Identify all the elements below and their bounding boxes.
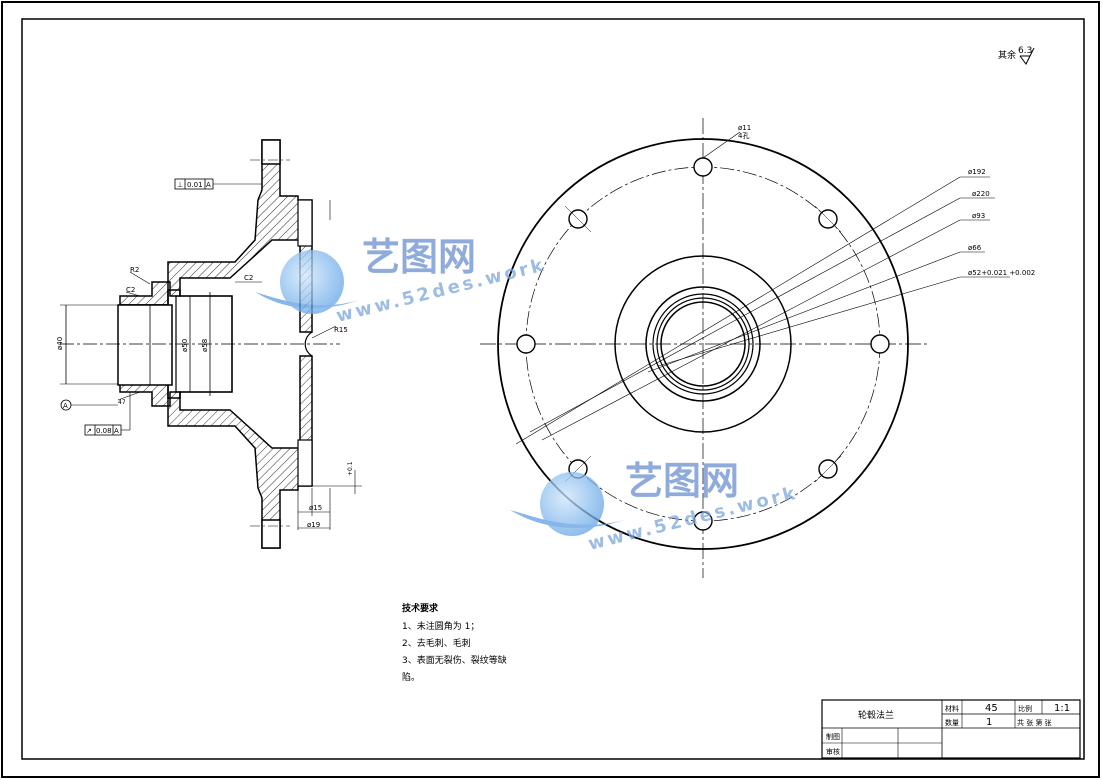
- drawn-label: 制图: [826, 732, 840, 741]
- section-view: ø40 ø50 ø58 R2 C2 C2 R15 ø15 ø19 +0.1: [56, 139, 362, 549]
- svg-text:A: A: [114, 427, 119, 435]
- leader-d52: ø52+0.021 +0.002: [968, 269, 1035, 277]
- dim-d50: ø50: [181, 339, 189, 352]
- part-name: 轮毂法兰: [858, 709, 894, 721]
- watermark-bottom: 艺图网 www.52des.work: [510, 459, 800, 555]
- hole-label-bottom: 4孔: [738, 132, 749, 140]
- hole-label-top: ø11: [738, 124, 751, 132]
- dim-small-pair: 47: [118, 399, 126, 406]
- note-item: 3、表面无裂伤、裂纹等缺: [402, 654, 507, 666]
- checked-label: 审核: [826, 747, 840, 756]
- note-item: 2、去毛刺、毛刺: [402, 637, 471, 649]
- svg-text:其余: 其余: [998, 49, 1016, 61]
- svg-text:艺图网: 艺图网: [362, 235, 476, 279]
- bolt-hole: [870, 334, 890, 354]
- scale-value: 1:1: [1054, 703, 1070, 714]
- bolt-hole: [516, 334, 536, 354]
- dim-tol-small: +0.1: [347, 461, 354, 476]
- material-value: 45: [985, 703, 998, 714]
- leader-d192: ø192: [968, 168, 986, 176]
- svg-text:⊥: ⊥: [177, 181, 183, 189]
- sheet-label: 共 张 第 张: [1017, 718, 1052, 727]
- svg-text:0.08: 0.08: [96, 427, 112, 435]
- leader-d220: ø220: [972, 190, 990, 198]
- svg-text:↗: ↗: [86, 427, 92, 435]
- dim-d19: ø19: [307, 521, 320, 529]
- svg-text:A: A: [206, 181, 211, 189]
- technical-notes: 技术要求 1、未注圆角为 1； 2、去毛刺、毛刺 3、表面无裂伤、裂纹等缺 陷。: [402, 602, 507, 683]
- dim-r15: R15: [334, 326, 348, 334]
- dim-d40: ø40: [56, 337, 64, 350]
- material-label: 材料: [945, 704, 959, 713]
- svg-text:艺图网: 艺图网: [625, 459, 739, 503]
- datum-a: A: [60, 399, 118, 411]
- qty-label: 数量: [945, 718, 959, 727]
- leader-d66: ø66: [968, 244, 982, 252]
- dim-c2-left: C2: [126, 286, 135, 294]
- dim-c2-right: C2: [244, 274, 253, 282]
- front-view: ø11 4孔 ø192 ø220 ø93 ø66 ø52+0.021 +0.00…: [480, 118, 1035, 578]
- tolerance-frame-perp: ⊥ 0.01 A: [174, 178, 262, 190]
- dim-d58: ø58: [201, 339, 209, 352]
- svg-text:A: A: [63, 402, 68, 410]
- dim-d15: ø15: [309, 504, 322, 512]
- notes-title: 技术要求: [402, 602, 439, 614]
- watermark-top: 艺图网 www.52des.work: [255, 235, 548, 327]
- title-block: [821, 699, 1081, 759]
- bolt-hole: [693, 511, 713, 531]
- leader-d93: ø93: [972, 212, 985, 220]
- tolerance-frame-runout: ↗ 0.08 A: [84, 392, 131, 436]
- roughness-symbol: 其余 6.3: [998, 46, 1035, 65]
- qty-value: 1: [986, 717, 992, 728]
- note-item: 陷。: [402, 671, 420, 683]
- svg-text:0.01: 0.01: [187, 181, 203, 189]
- svg-text:6.3: 6.3: [1018, 46, 1032, 56]
- inner-border: [21, 18, 1085, 760]
- note-item: 1、未注圆角为 1；: [402, 620, 479, 632]
- scale-label: 比例: [1018, 704, 1032, 713]
- dim-r2: R2: [130, 266, 139, 274]
- bolt-hole: [693, 157, 713, 177]
